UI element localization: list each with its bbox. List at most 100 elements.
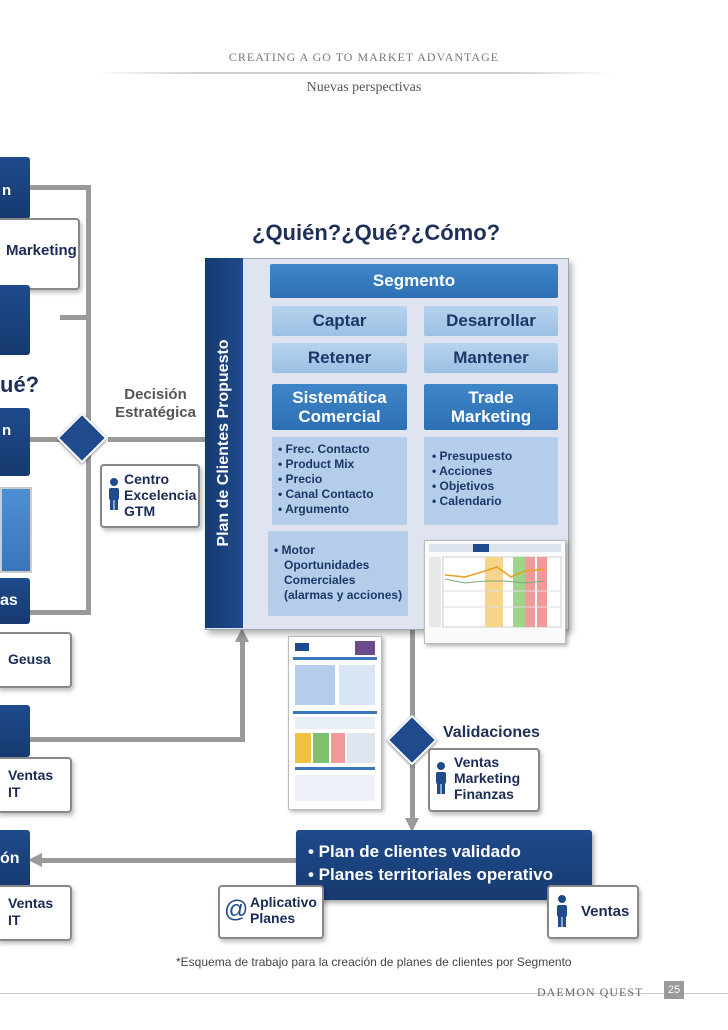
person-icon xyxy=(436,762,446,794)
captar-box: Captar xyxy=(272,306,407,336)
caption: *Esquema de trabajo para la creación de … xyxy=(176,955,572,969)
ventas-label-2: Ventas xyxy=(8,895,54,911)
arrow-down-head xyxy=(405,818,419,832)
footer-brand: DAEMON QUEST xyxy=(537,985,644,999)
left-question-partial: ué? xyxy=(0,372,40,397)
list-item: • Acciones xyxy=(432,464,493,478)
trade-list: • Presupuesto • Acciones • Objetivos • C… xyxy=(424,437,558,525)
centro-line-2: Excelencia xyxy=(124,487,197,503)
left-navy-box-5 xyxy=(0,705,30,757)
document-header-title: CREATING A GO TO MARKET ADVANTAGE xyxy=(228,50,500,64)
list-item: • Frec. Contacto xyxy=(278,442,370,456)
left-navy-box-2 xyxy=(0,285,30,355)
left-navy-box-6: ón xyxy=(0,830,30,888)
page-number: 25 xyxy=(664,981,684,999)
centro-excelencia-box: Centro Excelencia GTM xyxy=(100,464,200,528)
validator-line-2: Marketing xyxy=(454,770,521,786)
ventas-label: Ventas xyxy=(8,767,54,783)
footer-line xyxy=(0,993,728,994)
centro-line-3: GTM xyxy=(124,503,156,519)
list-item: • Product Mix xyxy=(278,457,355,471)
trade-marketing-box: Trade Marketing xyxy=(424,384,558,430)
ventas-bottom-box: Ventas xyxy=(547,885,639,939)
connector-2 xyxy=(60,315,91,320)
left-box-1-text: n xyxy=(2,182,12,199)
validated-plan-box: • Plan de clientes validado • Planes ter… xyxy=(296,830,592,900)
segmento-header: Segmento xyxy=(270,264,558,298)
sistematica-line-1: Sistemática xyxy=(292,388,387,407)
document-header-subtitle: Nuevas perspectivas xyxy=(306,80,422,95)
person-icon xyxy=(557,895,567,927)
decision-label: Decisión Estratégica xyxy=(108,386,203,422)
arrow-left-head xyxy=(28,853,42,867)
left-box-6-text: ón xyxy=(0,850,20,867)
aplicativo-box: @ Aplicativo Planes xyxy=(218,885,324,939)
chart-thumbnail-image xyxy=(424,540,566,644)
report-thumbnail-graphic xyxy=(293,641,377,801)
list-item: • Presupuesto xyxy=(432,449,513,463)
connector-to-panel xyxy=(108,437,208,442)
connector-bottom-horizontal xyxy=(40,858,298,863)
motor-line: Oportunidades xyxy=(284,558,370,572)
connector-4 xyxy=(30,610,91,615)
connector-feedback-vertical xyxy=(240,640,245,742)
decision-diamond xyxy=(56,412,108,464)
motor-line: Comerciales xyxy=(284,573,356,587)
left-box-4-text: as xyxy=(0,592,18,609)
centro-line-1: Centro xyxy=(124,471,170,487)
report-thumbnail-image xyxy=(288,636,382,810)
list-item: • Argumento xyxy=(278,502,350,516)
sistematica-box: Sistemática Comercial xyxy=(272,384,407,430)
decision-line-1: Decisión xyxy=(124,386,187,403)
connector-vertical-left xyxy=(86,185,91,615)
decision-line-2: Estratégica xyxy=(115,404,196,421)
validator-line-1: Ventas xyxy=(454,754,500,770)
retener-box: Retener xyxy=(272,343,407,373)
validators-box: Ventas Marketing Finanzas xyxy=(428,748,540,812)
left-navy-box-1: n xyxy=(0,157,30,219)
list-item: • Objetivos xyxy=(432,479,495,493)
aplicativo-line-1: Aplicativo xyxy=(250,894,317,910)
geusa-box: Geusa xyxy=(0,632,72,688)
sistematica-line-2: Comercial xyxy=(298,407,381,426)
plan-vertical-bar xyxy=(205,258,243,628)
questions-title: ¿Quién?¿Qué?¿Cómo? xyxy=(252,220,501,245)
connector-top xyxy=(25,185,91,190)
motor-line: • Motor xyxy=(274,543,315,557)
it-label-2: IT xyxy=(8,912,21,928)
plan-label: Plan de Clientes Propuesto xyxy=(215,339,232,547)
ventas-bottom-label: Ventas xyxy=(581,903,630,920)
list-item: • Canal Contacto xyxy=(278,487,374,501)
motor-box: • Motor Oportunidades Comerciales (alarm… xyxy=(268,531,408,616)
left-blue-tile xyxy=(0,487,32,573)
geusa-label: Geusa xyxy=(8,651,51,667)
person-icon xyxy=(109,478,119,510)
ventas-it-box-2: Ventas IT xyxy=(0,885,72,941)
marketing-box: Marketing xyxy=(0,218,80,290)
header-divider xyxy=(95,72,615,74)
validaciones-label: Validaciones xyxy=(443,724,540,741)
desarrollar-box: Desarrollar xyxy=(424,306,558,336)
mantener-box: Mantener xyxy=(424,343,558,373)
arrow-up-head xyxy=(235,628,249,642)
ventas-it-box: Ventas IT xyxy=(0,757,72,813)
list-item: • Precio xyxy=(278,472,323,486)
at-icon: @ xyxy=(224,896,249,923)
marketing-label: Marketing xyxy=(6,242,77,259)
validator-line-3: Finanzas xyxy=(454,786,514,802)
motor-line: (alarmas y acciones) xyxy=(284,588,403,602)
left-box-3-text: n xyxy=(2,422,12,439)
it-label: IT xyxy=(8,784,21,800)
left-navy-box-4: as xyxy=(0,578,30,624)
trade-line-2: Marketing xyxy=(450,407,532,426)
connector-3 xyxy=(30,437,70,442)
validated-line-1: • Plan de clientes validado xyxy=(308,842,521,861)
connector-feedback-horizontal xyxy=(30,737,245,742)
list-item: • Calendario xyxy=(432,494,502,508)
sistematica-list: • Frec. Contacto • Product Mix • Precio … xyxy=(272,437,407,525)
chart-thumbnail-graphic xyxy=(429,544,562,628)
validated-line-2: • Planes territoriales operativo xyxy=(308,865,553,884)
aplicativo-line-2: Planes xyxy=(250,910,296,926)
left-navy-box-3: n xyxy=(0,408,30,476)
trade-line-1: Trade xyxy=(468,388,514,407)
